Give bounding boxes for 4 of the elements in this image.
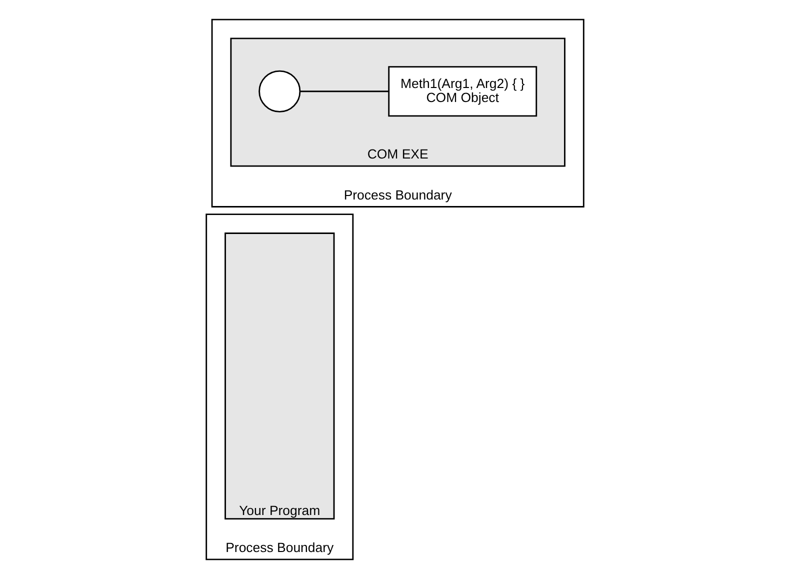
- node-box: Your Program: [224, 232, 335, 520]
- node-box: Meth1(Arg1, Arg2) { } COM Object: [388, 66, 538, 117]
- node-circle: [258, 70, 301, 112]
- connector: [300, 90, 389, 92]
